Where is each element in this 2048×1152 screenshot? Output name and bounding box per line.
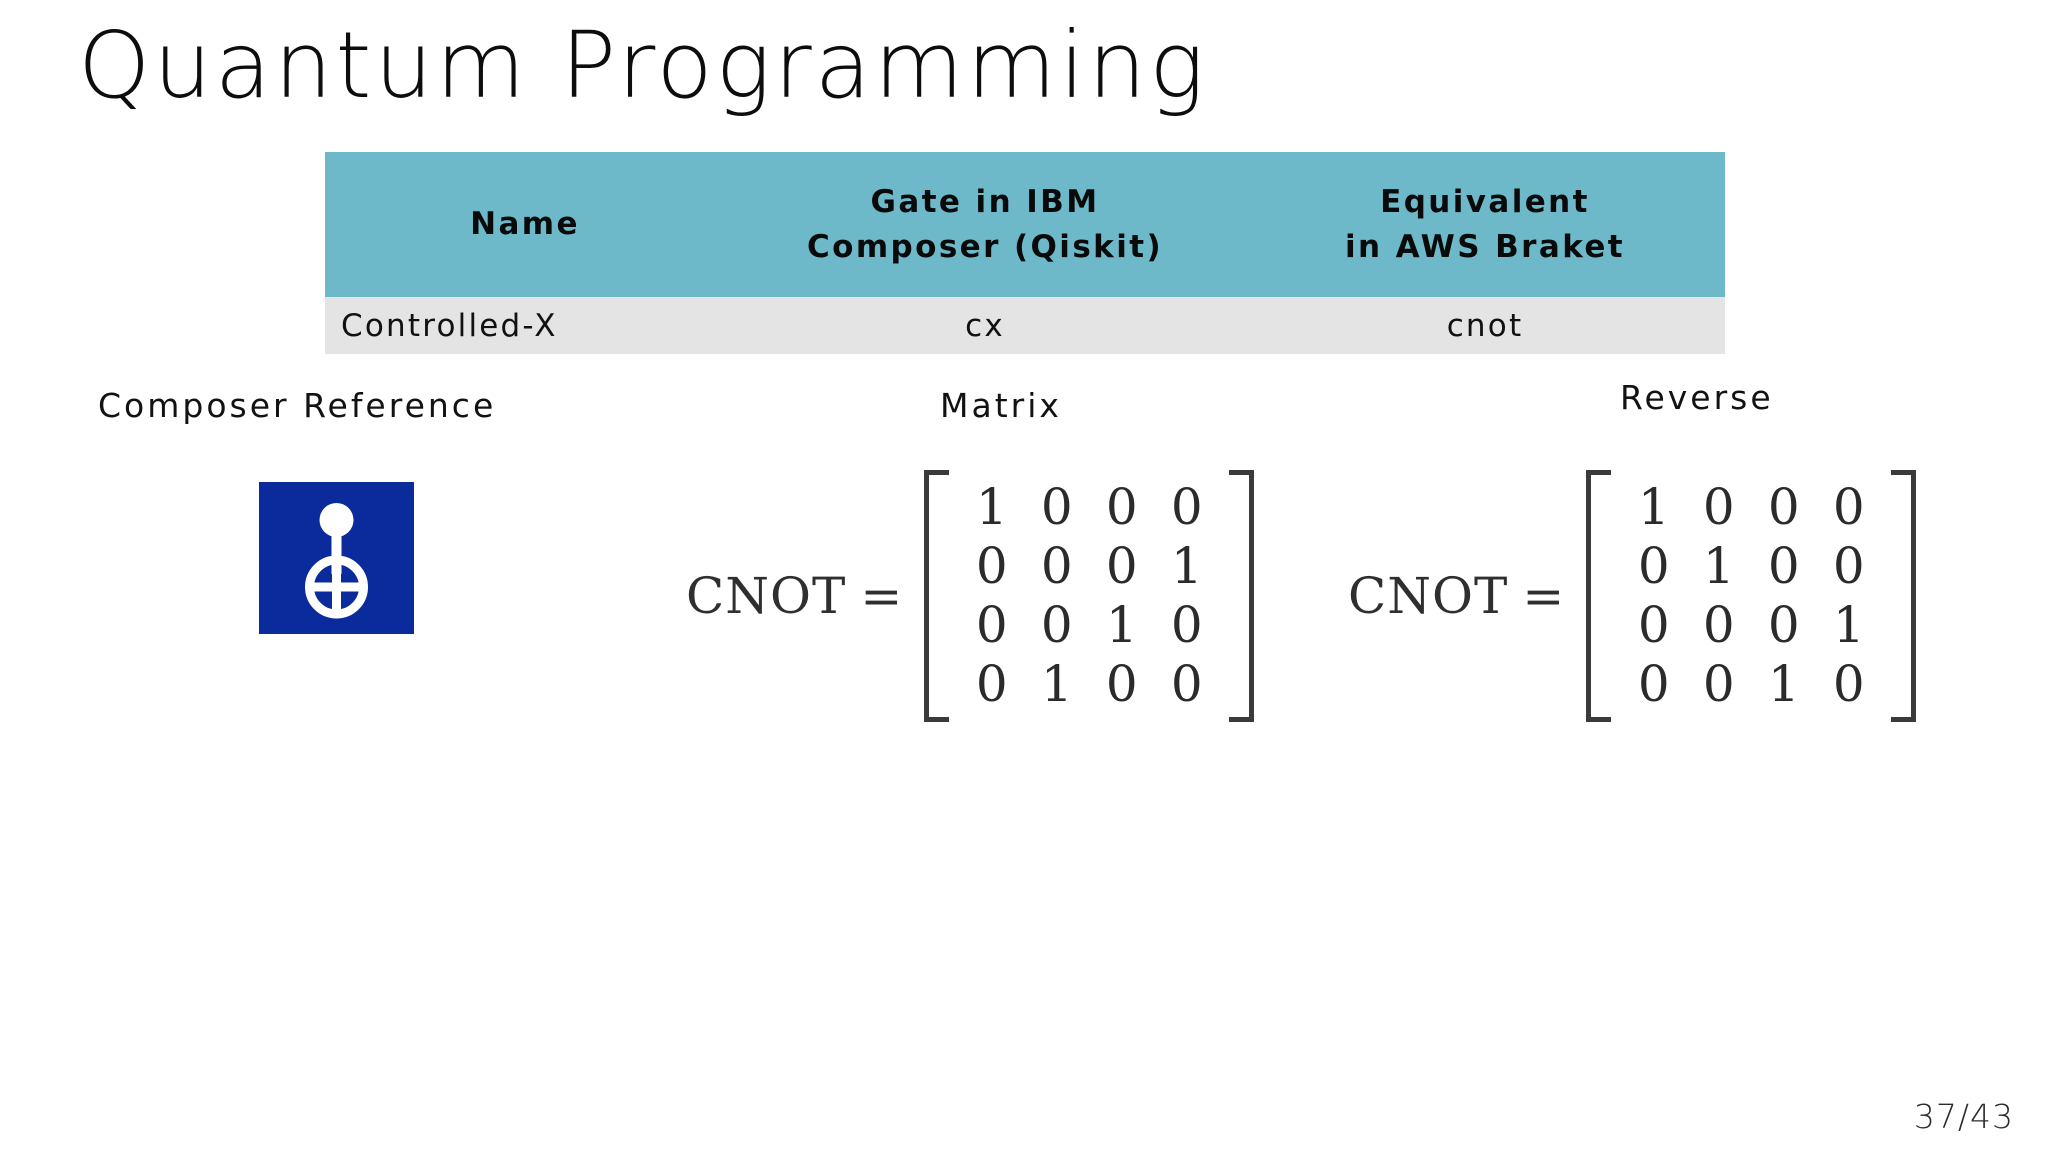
bracket-left-reverse xyxy=(1586,470,1612,722)
bracket-right-forward xyxy=(1229,470,1255,722)
matrix-cell: 0 xyxy=(1767,537,1800,595)
matrix-cell: 0 xyxy=(1702,478,1735,536)
matrix-label-forward: CNOT xyxy=(686,567,847,625)
cnot-gate-icon xyxy=(259,482,414,634)
table-row: Controlled-X cx cnot xyxy=(325,297,1725,354)
bracket-right-reverse xyxy=(1891,470,1917,722)
matrix-cell: 1 xyxy=(1637,478,1670,536)
page-number: 37/43 xyxy=(1913,1097,2014,1136)
column-header-name: Name xyxy=(325,152,725,297)
cell-gate-name: Controlled-X xyxy=(325,297,725,354)
equals-sign-reverse: = xyxy=(1522,567,1565,625)
column-header-gate-ibm-line1: Gate in IBM xyxy=(870,183,1100,220)
table-header-row: Name Gate in IBM Composer (Qiskit) Equiv… xyxy=(325,152,1725,297)
matrix-cell: 0 xyxy=(1105,537,1138,595)
matrix-cell: 0 xyxy=(1702,596,1735,654)
matrix-cell: 0 xyxy=(1637,596,1670,654)
gate-comparison-table: Name Gate in IBM Composer (Qiskit) Equiv… xyxy=(325,152,1725,354)
matrix-cell: 1 xyxy=(1105,596,1138,654)
matrix-cell: 0 xyxy=(1105,478,1138,536)
equals-sign-forward: = xyxy=(860,567,903,625)
column-header-gate-ibm: Gate in IBM Composer (Qiskit) xyxy=(725,152,1245,297)
matrix-cell: 0 xyxy=(1637,655,1670,713)
matrix-cell: 0 xyxy=(1040,478,1073,536)
caption-matrix: Matrix xyxy=(940,386,1062,425)
matrix-cell: 0 xyxy=(1040,596,1073,654)
matrix-cell: 1 xyxy=(1040,655,1073,713)
matrix-cell: 0 xyxy=(1832,478,1865,536)
matrix-cell: 0 xyxy=(1767,478,1800,536)
matrix-cell: 1 xyxy=(1832,596,1865,654)
caption-reverse: Reverse xyxy=(1620,378,1774,417)
column-header-equivalent-line2: in AWS Braket xyxy=(1344,228,1626,265)
matrix-cell: 0 xyxy=(1832,537,1865,595)
matrix-cell: 0 xyxy=(975,655,1008,713)
cell-qiskit-gate: cx xyxy=(725,297,1245,354)
matrix-cell: 0 xyxy=(1170,655,1203,713)
bracket-left-forward xyxy=(924,470,950,722)
column-header-gate-ibm-line2: Composer (Qiskit) xyxy=(806,228,1164,265)
matrix-cell: 1 xyxy=(1702,537,1735,595)
column-header-equivalent-braket: Equivalent in AWS Braket xyxy=(1245,152,1725,297)
matrix-cell: 0 xyxy=(1637,537,1670,595)
matrix-cell: 0 xyxy=(1702,655,1735,713)
caption-composer-reference: Composer Reference xyxy=(98,386,497,425)
column-header-equivalent-line1: Equivalent xyxy=(1380,183,1590,220)
matrix-cell: 0 xyxy=(1170,478,1203,536)
matrix-label-reverse: CNOT xyxy=(1348,567,1509,625)
matrix-cell: 1 xyxy=(975,478,1008,536)
matrix-cell: 1 xyxy=(1170,537,1203,595)
matrix-cell: 0 xyxy=(1832,655,1865,713)
matrix-cell: 1 xyxy=(1767,655,1800,713)
cell-braket-equivalent: cnot xyxy=(1245,297,1725,354)
matrix-cell: 0 xyxy=(1105,655,1138,713)
page-title: Quantum Programming xyxy=(78,12,1208,119)
matrix-cell: 0 xyxy=(975,596,1008,654)
matrix-cell: 0 xyxy=(975,537,1008,595)
matrix-cell: 0 xyxy=(1170,596,1203,654)
matrix-cell: 0 xyxy=(1040,537,1073,595)
matrix-cell: 0 xyxy=(1767,596,1800,654)
